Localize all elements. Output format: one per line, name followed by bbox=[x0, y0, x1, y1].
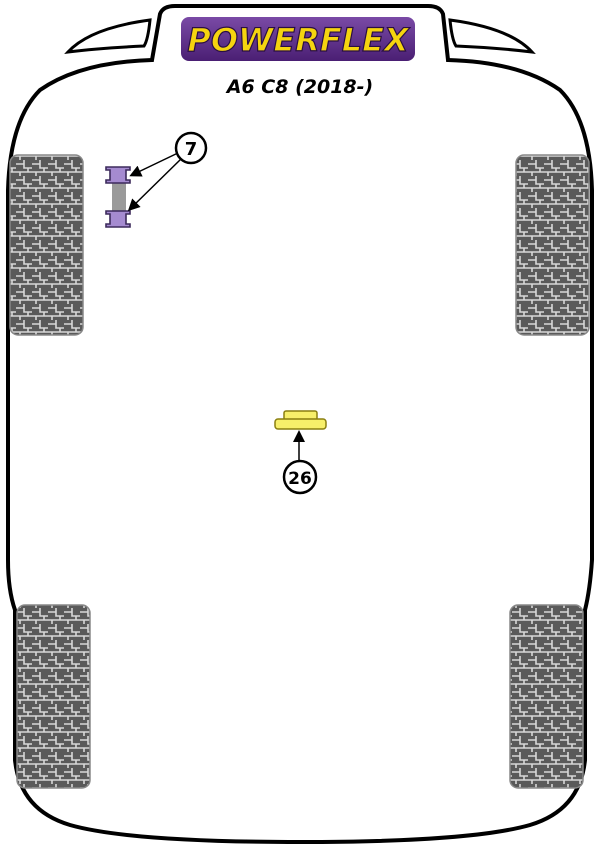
part-26-mount bbox=[274, 410, 327, 430]
front-left-tyre bbox=[9, 154, 84, 336]
callout-26-label: 26 bbox=[288, 469, 312, 489]
right-mirror bbox=[448, 18, 536, 54]
brand-logo-text: POWERFLEX bbox=[187, 21, 410, 59]
part-7-bushes bbox=[105, 166, 131, 228]
rear-left-tyre bbox=[16, 604, 91, 789]
front-right-tyre bbox=[515, 154, 590, 336]
powerflex-logo: POWERFLEX bbox=[181, 17, 415, 61]
callout-7: 7 bbox=[127, 131, 208, 212]
rear-right-tyre bbox=[509, 604, 584, 789]
callout-7-label: 7 bbox=[185, 139, 198, 160]
callout-26: 26 bbox=[282, 430, 318, 495]
left-mirror bbox=[64, 18, 152, 54]
model-label: A6 C8 (2018-) bbox=[225, 76, 373, 98]
